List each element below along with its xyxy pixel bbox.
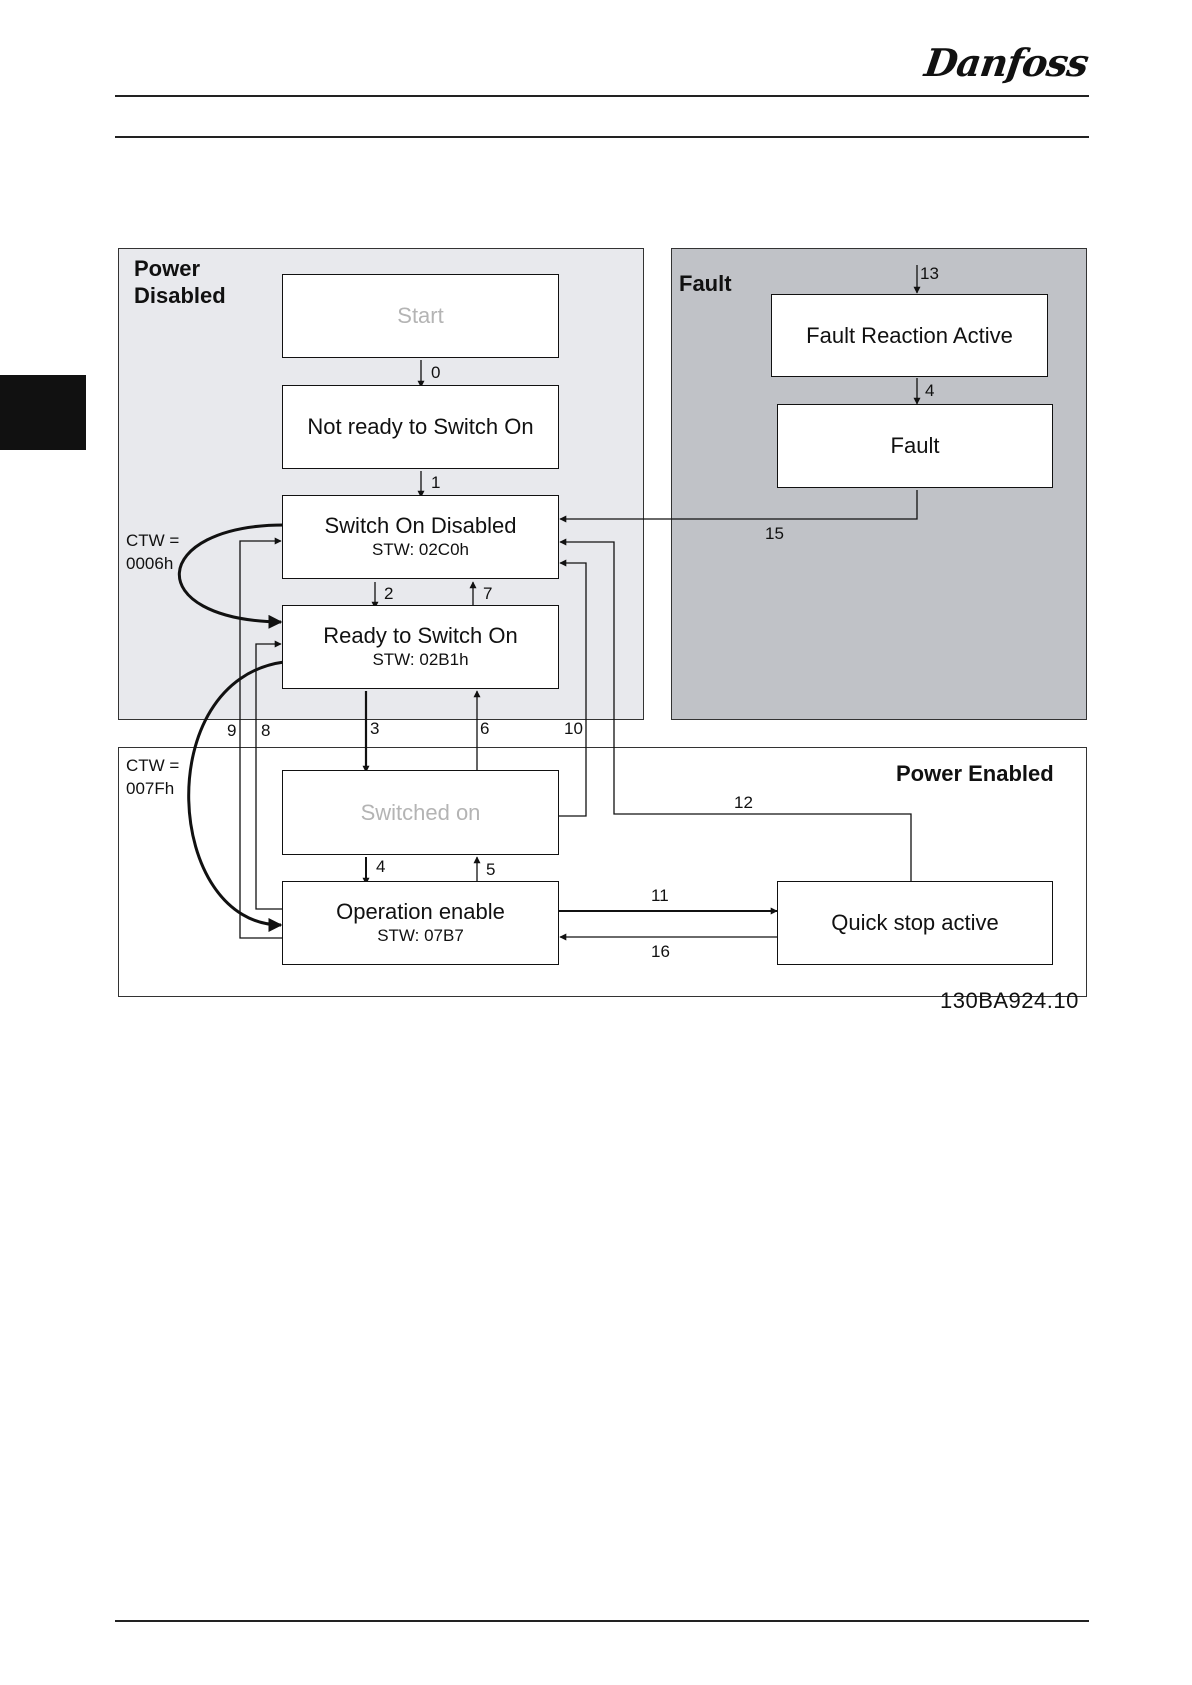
state-fault: Fault <box>777 404 1053 488</box>
transition-10-arrow <box>558 563 586 816</box>
state-switch-on-disabled-name: Switch On Disabled <box>325 513 517 539</box>
transition-label-3: 3 <box>370 719 379 739</box>
transition-8-arrow <box>256 644 282 909</box>
state-quick-stop-active: Quick stop active <box>777 881 1053 965</box>
ctw-007fh-curve <box>189 662 284 925</box>
transition-label-16: 16 <box>651 942 670 962</box>
state-not-ready-to-switch-on: Not ready to Switch On <box>282 385 559 469</box>
state-switched-on-name: Switched on <box>361 800 481 826</box>
ctw-0006h-curve <box>179 525 284 622</box>
transition-label-2: 2 <box>384 584 393 604</box>
transition-15-arrow <box>560 490 917 519</box>
transition-label-0: 0 <box>431 363 440 383</box>
transition-label-9: 9 <box>227 721 236 741</box>
state-fault-reaction-name: Fault Reaction Active <box>806 323 1013 349</box>
figure-id: 130BA924.10 <box>940 988 1079 1014</box>
ctw-label-0006h: CTW = 0006h <box>126 529 179 575</box>
transition-label-6: 6 <box>480 719 489 739</box>
transition-label-10: 10 <box>564 719 583 739</box>
transition-label-7: 7 <box>483 584 492 604</box>
state-start: Start <box>282 274 559 358</box>
state-switched-on: Switched on <box>282 770 559 855</box>
transition-label-12: 12 <box>734 793 753 813</box>
transition-label-11: 11 <box>651 886 669 906</box>
state-fault-name: Fault <box>891 433 940 459</box>
transition-label-15: 15 <box>765 524 784 544</box>
state-operation-enable: Operation enable STW: 07B7 <box>282 881 559 965</box>
state-quick-stop-name: Quick stop active <box>831 910 999 936</box>
state-ready-name: Ready to Switch On <box>323 623 517 649</box>
state-not-ready-name: Not ready to Switch On <box>307 414 533 440</box>
transition-label-1: 1 <box>431 473 440 493</box>
state-start-name: Start <box>397 303 443 329</box>
footer-rule <box>115 1620 1089 1622</box>
ctw-label-007fh: CTW = 007Fh <box>126 754 179 800</box>
state-fault-reaction-active: Fault Reaction Active <box>771 294 1048 377</box>
transition-12-arrow <box>560 542 911 882</box>
state-switch-on-disabled-stw: STW: 02C0h <box>372 539 469 561</box>
transition-label-8: 8 <box>261 721 270 741</box>
transition-label-4: 4 <box>376 857 385 877</box>
state-operation-enable-stw: STW: 07B7 <box>377 925 464 947</box>
state-ready-to-switch-on: Ready to Switch On STW: 02B1h <box>282 605 559 689</box>
state-operation-enable-name: Operation enable <box>336 899 505 925</box>
transition-label-5: 5 <box>486 860 495 880</box>
state-ready-stw: STW: 02B1h <box>372 649 468 671</box>
transition-label-fault-4: 4 <box>925 381 934 401</box>
state-switch-on-disabled: Switch On Disabled STW: 02C0h <box>282 495 559 579</box>
transition-label-13: 13 <box>920 264 939 284</box>
